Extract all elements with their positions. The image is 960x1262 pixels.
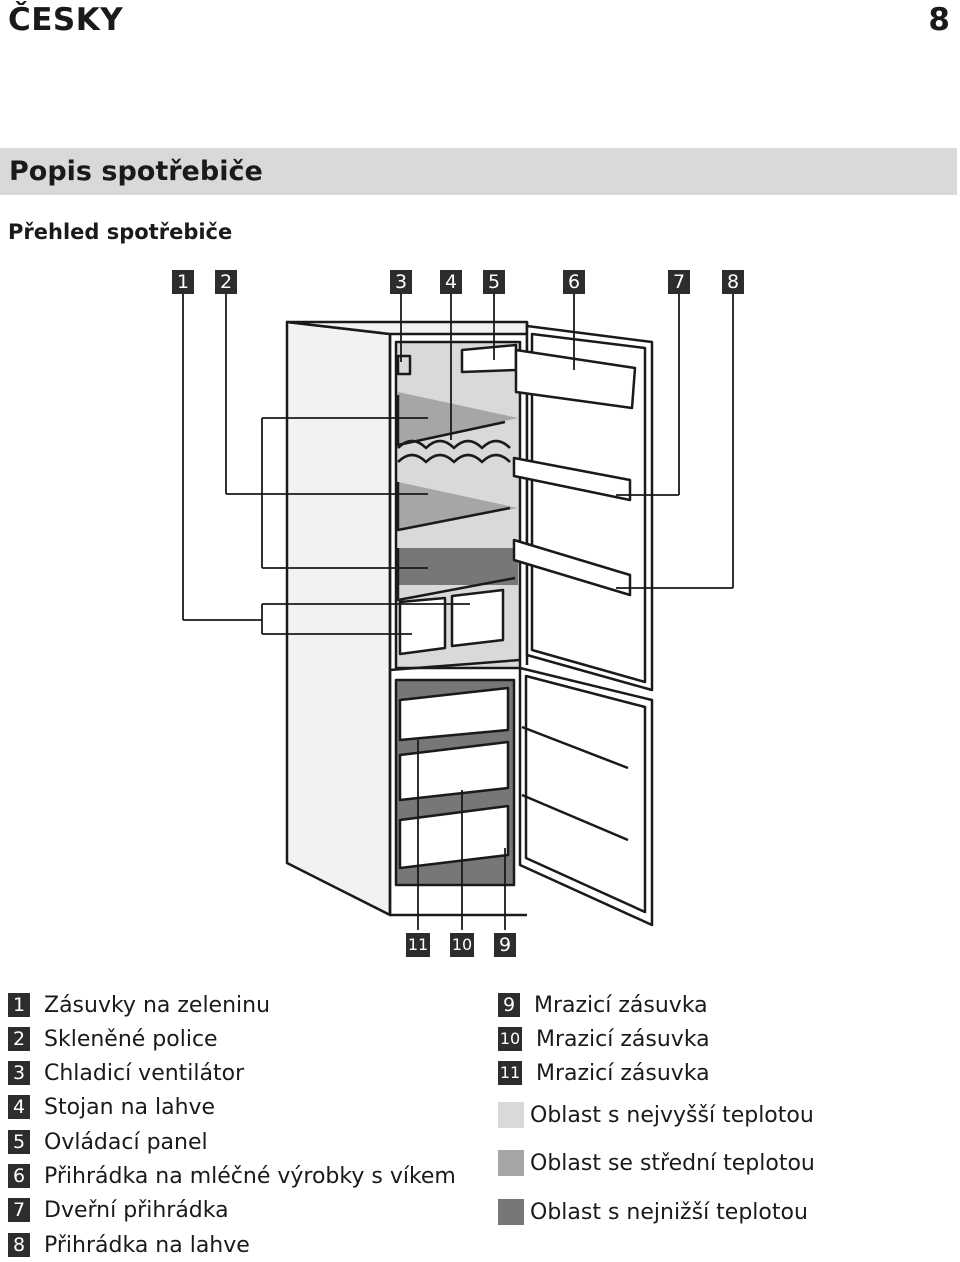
legend-item: 5 Ovládací panel xyxy=(8,1128,208,1156)
legend-number: 8 xyxy=(8,1233,30,1257)
page-number: 8 xyxy=(928,2,950,38)
legend-item: 1 Zásuvky na zeleninu xyxy=(8,991,270,1019)
legend-label: Stojan na lahve xyxy=(44,1094,216,1120)
section-bar: Popis spotřebiče xyxy=(0,148,957,195)
zone-swatch xyxy=(498,1102,524,1128)
legend-item: 8 Přihrádka na lahve xyxy=(8,1231,250,1259)
subsection-title: Přehled spotřebiče xyxy=(8,220,233,244)
callout-4: 4 xyxy=(440,270,462,294)
legend-number: 3 xyxy=(8,1061,30,1085)
legend-number: 7 xyxy=(8,1198,30,1222)
legend-label: Mrazicí zásuvka xyxy=(536,1026,710,1052)
legend-item: 3 Chladicí ventilátor xyxy=(8,1059,244,1087)
callout-11: 11 xyxy=(406,933,430,957)
legend-number: 2 xyxy=(8,1027,30,1051)
legend-number: 5 xyxy=(8,1130,30,1154)
legend-number: 9 xyxy=(498,993,520,1017)
legend-number: 4 xyxy=(8,1095,30,1119)
callout-5: 5 xyxy=(483,270,505,294)
zone-item: Oblast s nejvyšší teplotou xyxy=(498,1100,814,1130)
callout-2: 2 xyxy=(215,270,237,294)
legend-item: 7 Dveřní přihrádka xyxy=(8,1196,229,1224)
legend-label: Zásuvky na zeleninu xyxy=(44,992,271,1018)
legend-label: Skleněné police xyxy=(44,1026,218,1052)
legend-number: 11 xyxy=(498,1061,522,1085)
zone-swatch xyxy=(498,1150,524,1176)
fridge-diagram xyxy=(182,294,734,930)
legend-label: Mrazicí zásuvka xyxy=(534,992,708,1018)
legend-label: Mrazicí zásuvka xyxy=(536,1060,710,1086)
legend-label: Dveřní přihrádka xyxy=(44,1197,229,1223)
callout-8: 8 xyxy=(722,270,744,294)
zone-label: Oblast se střední teplotou xyxy=(530,1150,815,1176)
zone-swatch xyxy=(498,1199,524,1225)
legend-item: 4 Stojan na lahve xyxy=(8,1093,215,1121)
section-title: Popis spotřebiče xyxy=(9,156,263,187)
legend-item: 2 Skleněné police xyxy=(8,1025,218,1053)
callout-9: 9 xyxy=(494,933,516,957)
legend-item: 9 Mrazicí zásuvka xyxy=(498,991,708,1019)
zone-item: Oblast se střední teplotou xyxy=(498,1148,815,1178)
callout-10: 10 xyxy=(450,933,474,957)
zone-item: Oblast s nejnižší teplotou xyxy=(498,1197,808,1227)
zone-label: Oblast s nejvyšší teplotou xyxy=(530,1102,814,1128)
zone-label: Oblast s nejnižší teplotou xyxy=(530,1199,808,1225)
legend-label: Přihrádka na mléčné výrobky s víkem xyxy=(44,1163,456,1189)
callout-6: 6 xyxy=(563,270,585,294)
legend-number: 10 xyxy=(498,1027,522,1051)
legend-item: 11 Mrazicí zásuvka xyxy=(498,1059,710,1087)
legend-number: 1 xyxy=(8,993,30,1017)
callout-7: 7 xyxy=(668,270,690,294)
callout-1: 1 xyxy=(172,270,194,294)
legend-item: 6 Přihrádka na mléčné výrobky s víkem xyxy=(8,1162,456,1190)
legend-item: 10 Mrazicí zásuvka xyxy=(498,1025,710,1053)
callout-3: 3 xyxy=(390,270,412,294)
legend-label: Přihrádka na lahve xyxy=(44,1232,250,1258)
legend-label: Chladicí ventilátor xyxy=(44,1060,245,1086)
language-heading: ČESKY xyxy=(8,2,124,38)
legend-label: Ovládací panel xyxy=(44,1129,208,1155)
legend-number: 6 xyxy=(8,1164,30,1188)
